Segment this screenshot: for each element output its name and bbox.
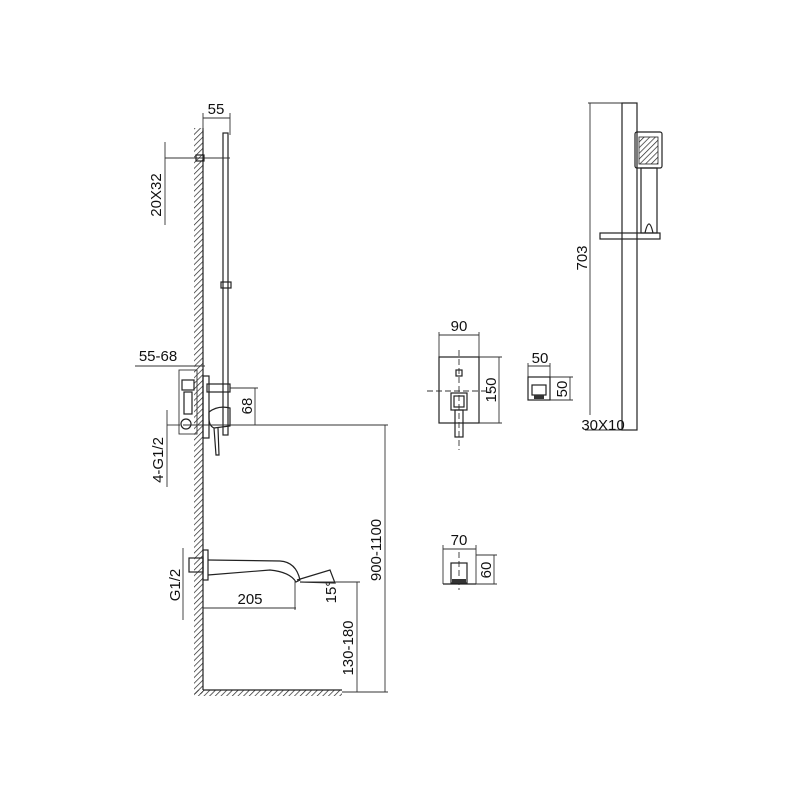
spout-flange [202,549,209,581]
dim-mixer-depth: 55-68 [139,348,177,365]
mixer-body [178,369,198,435]
dim-spout-inlet: G1/2 [167,569,184,602]
dim-mixer-height: 900-1100 [368,519,385,581]
spout-body [207,559,301,583]
dim-spout-length: 205 [237,591,262,608]
dim-rail-depth: 55 [208,101,225,118]
dim-spout-plate-height: 60 [478,562,495,579]
rail-slider [220,281,232,289]
dim-mixer-inlets: 4-G1/2 [150,437,167,483]
rail-bar [621,102,638,431]
diverter-outlet [206,383,231,393]
slide-rail [222,132,229,436]
mixer-plate [202,375,210,439]
wall-hatch [194,128,203,694]
wall-outlet-front: 50 50 [527,350,573,401]
dim-rail-bracket: 20X32 [148,173,165,216]
dim-rail-section: 30X10 [581,417,624,434]
hand-shower-handle [640,167,658,234]
dim-plate-width: 90 [451,318,468,335]
spout-outlet [296,569,336,584]
dim-plate-height: 150 [483,377,500,402]
mixer-plate-front: 90 150 [427,318,502,450]
dim-outlet-width: 50 [532,350,549,367]
side-view: 55 20X32 55-68 68 900-1100 4-G1/2 [135,101,388,696]
dim-spout-plate-width: 70 [451,532,468,549]
spout-plate-front: 70 60 [442,532,497,590]
dim-rail-length: 703 [574,245,591,270]
rail-front-view: 703 30X10 [574,102,663,434]
dim-spout-angle: 15° [323,581,340,604]
dim-spout-height: 130-180 [340,620,357,675]
mixer-handle [208,406,231,429]
dim-outlet-height: 50 [554,381,571,398]
floor-hatch [194,690,342,696]
dim-mixer-outlet-offset: 68 [239,398,256,415]
inlet-circle [180,418,192,430]
shower-holder [599,232,661,240]
